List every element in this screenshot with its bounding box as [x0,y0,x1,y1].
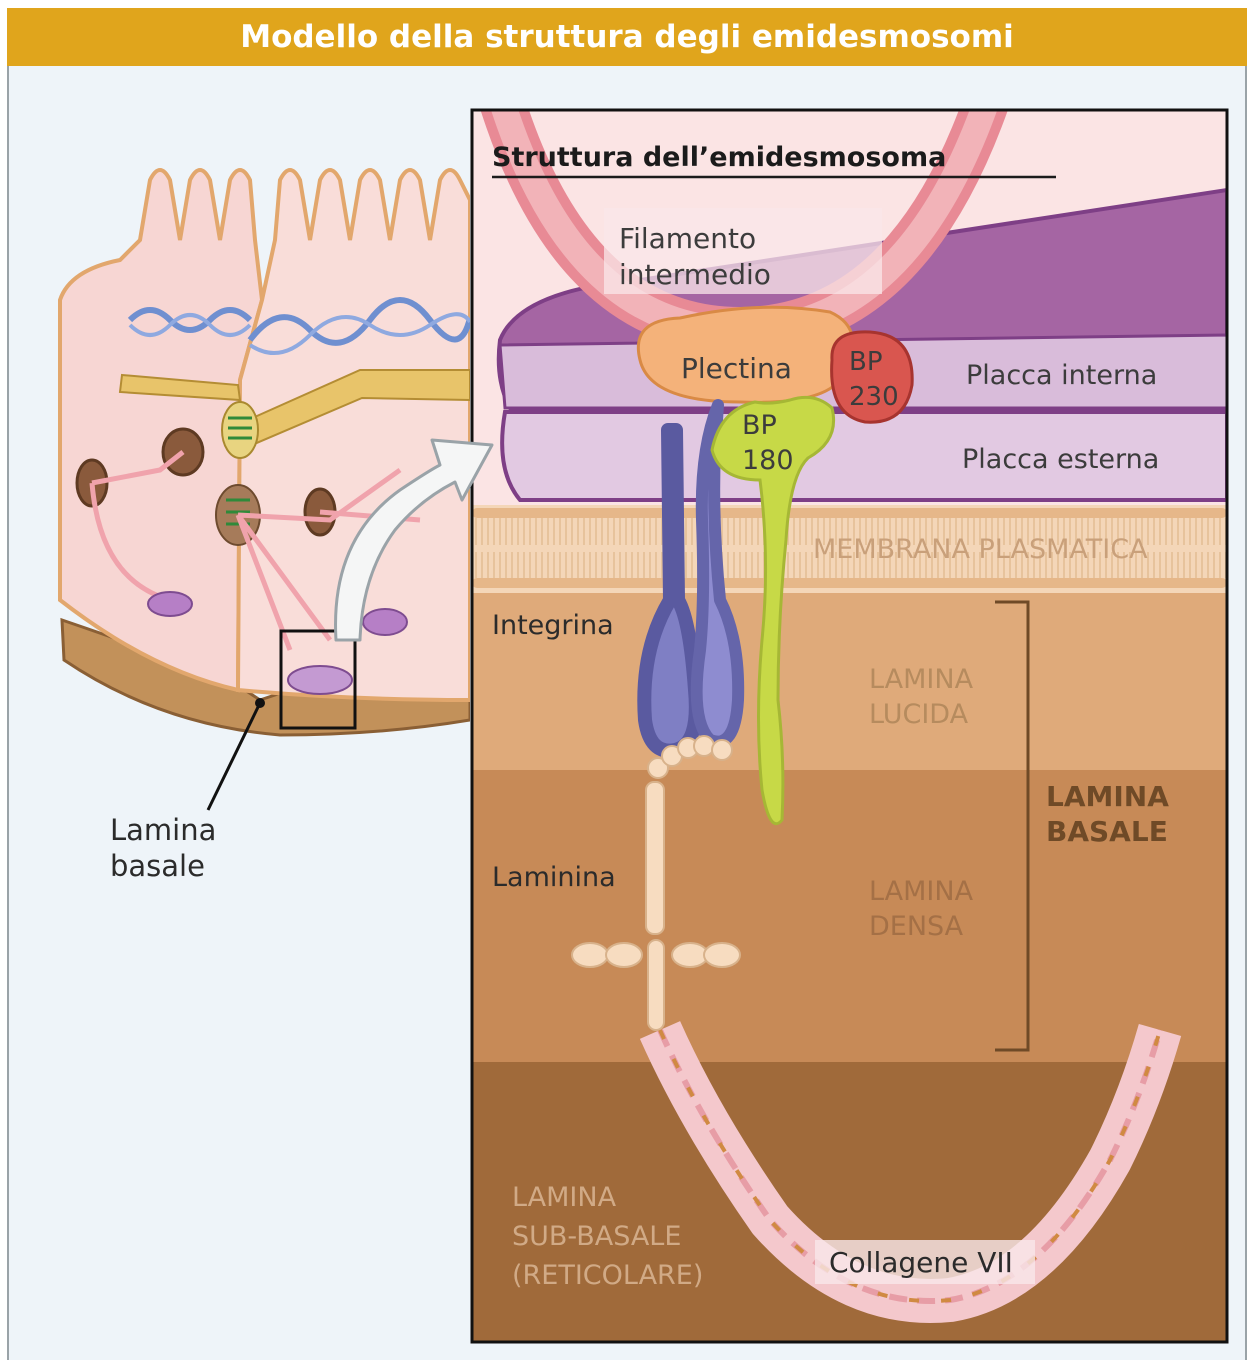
lamina-basale-label-2: basale [110,849,205,883]
page-title: Modello della struttura degli emidesmoso… [7,8,1247,66]
lamina-basale-label-1: Lamina [110,813,216,847]
sub-basale-label-1: LAMINA [512,1182,617,1213]
integrina-label: Integrina [492,610,614,641]
membrana-label: MEMBRANA PLASMATICA [813,534,1148,565]
placca-interna-label: Placca interna [966,360,1157,391]
sub-basale-label-3: (RETICOLARE) [512,1260,703,1291]
bp230-label-2: 230 [849,382,899,412]
lamina-densa-layer [472,770,1227,1062]
hemidesmosome-boxed [288,666,352,694]
densa-label-1: LAMINA [869,876,974,907]
filamento-label-2: intermedio [619,258,771,291]
collagene-label: Collagene VII [829,1246,1013,1279]
cell-overview [60,170,470,735]
detail-title: Struttura dell’emidesmosoma [492,142,946,173]
filamento-label-1: Filamento [619,222,756,255]
bp180-label-2: 180 [742,445,794,476]
hemidesmosome-right [363,609,407,635]
lucida-label-1: LAMINA [869,664,974,695]
placca-esterna-label: Placca esterna [962,444,1159,475]
plectina-label: Plectina [681,352,792,385]
cell-junction-top [222,402,258,458]
lucida-label-2: LUCIDA [869,699,969,730]
leader-dot [255,698,265,708]
bp180-label-1: BP [742,410,777,441]
sub-basale-label-2: SUB-BASALE [512,1221,681,1252]
laminina-label: Laminina [492,862,616,893]
hemidesmosome-left [148,592,192,616]
densa-label-2: DENSA [869,911,964,942]
lamina-basale-bracket-label-1: LAMINA [1046,780,1169,813]
lamina-basale-bracket-label-2: BASALE [1046,815,1168,848]
bp230-label-1: BP [849,347,883,377]
